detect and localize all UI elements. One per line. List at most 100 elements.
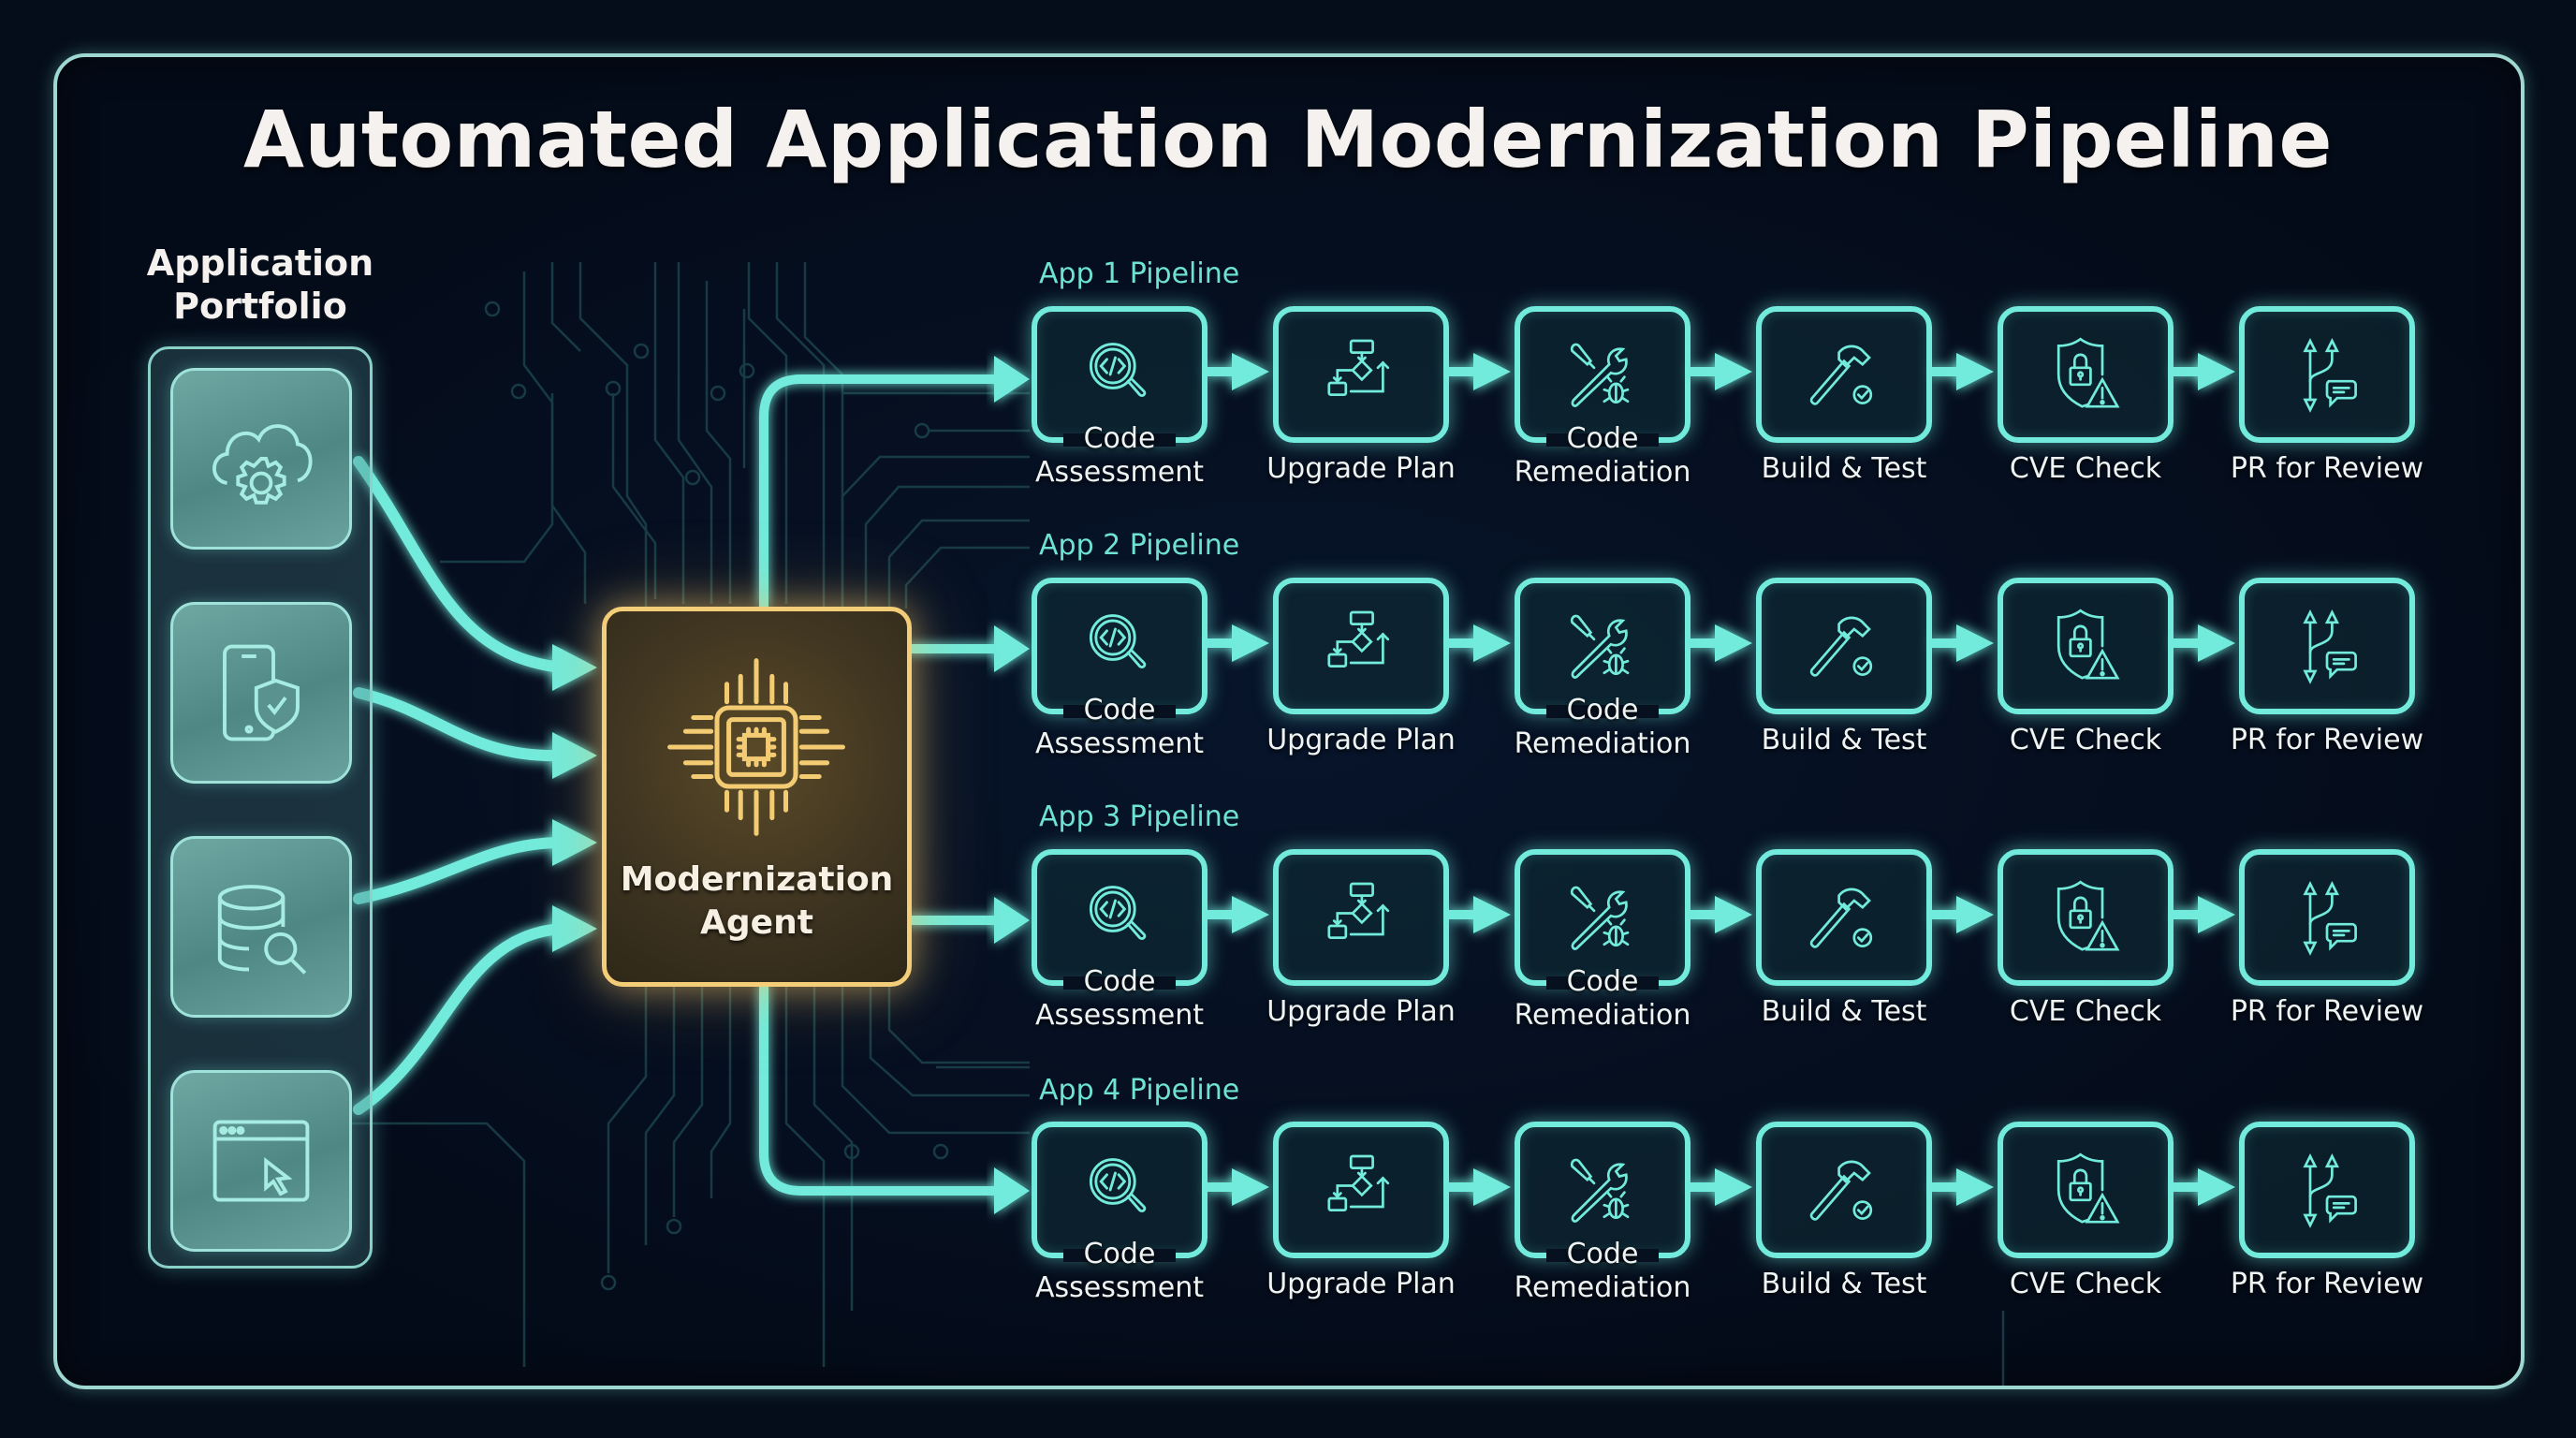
flowchart-icon <box>1327 339 1390 396</box>
tools-bug-icon <box>1570 614 1630 679</box>
stage-label: Build & Test <box>1732 724 1956 757</box>
stage-label-line2: Assessment <box>1035 1271 1204 1304</box>
stage-label: PR for Review <box>2215 452 2439 486</box>
stage-codeassessment-app-3[interactable] <box>1032 849 1208 990</box>
agent-arrowheads <box>994 356 1030 1214</box>
modernization-agent[interactable]: Modernization Agent <box>602 607 912 987</box>
stage-label-line1: Code <box>1566 694 1639 726</box>
stage-codeassessment-app-1[interactable] <box>1032 306 1208 447</box>
stage-label: Upgrade Plan <box>1249 724 1473 757</box>
portfolio-item-mobile-app[interactable] <box>170 602 352 784</box>
stage-build-test-app-2[interactable] <box>1756 578 1932 714</box>
stage-label-line1: Build & Test <box>1761 452 1927 485</box>
branch-comment-icon <box>2303 609 2357 684</box>
stage-pr-for-review-app-4[interactable] <box>2239 1122 2415 1258</box>
stage-label-line1: PR for Review <box>2230 724 2424 756</box>
stage-label: Upgrade Plan <box>1249 995 1473 1029</box>
shield-lock-warning-icon <box>2056 609 2120 680</box>
stage-label-line1: Code <box>1083 422 1156 455</box>
stage-label: CVE Check <box>1973 724 2198 757</box>
stage-build-test-app-4[interactable] <box>1756 1122 1932 1258</box>
portfolio-heading-line1: Application <box>146 242 374 284</box>
stage-cve-check-app-3[interactable] <box>1998 849 2174 986</box>
stage-label-line1: PR for Review <box>2230 452 2424 485</box>
tools-bug-icon <box>1570 886 1630 950</box>
stage-label-line1: CVE Check <box>2009 452 2162 485</box>
flowchart-icon <box>1327 610 1390 668</box>
agent-label: Modernization Agent <box>607 858 907 945</box>
stage-upgrade-plan-app-3[interactable] <box>1273 849 1449 986</box>
shield-lock-warning-icon <box>2056 337 2120 408</box>
stage-label-line1: CVE Check <box>2009 995 2162 1028</box>
mobile-shield-check-icon <box>223 644 300 741</box>
shield-lock-warning-icon <box>2056 880 2120 951</box>
stage-pr-for-review-app-3[interactable] <box>2239 849 2415 986</box>
cpu-chip-icon <box>667 658 845 836</box>
shield-lock-warning-icon <box>2056 1152 2120 1224</box>
stage-label: PR for Review <box>2215 724 2439 757</box>
stage-label: Upgrade Plan <box>1249 1268 1473 1301</box>
code-search-icon <box>1089 343 1147 397</box>
database-search-icon <box>217 885 307 975</box>
hammer-check-icon <box>1809 1160 1873 1221</box>
agent-label-line1: Modernization <box>620 860 894 899</box>
stage-upgrade-plan-app-4[interactable] <box>1273 1122 1449 1258</box>
browser-cursor-icon <box>212 1120 310 1202</box>
stage-label: Upgrade Plan <box>1249 452 1473 486</box>
portfolio-item-cloud-app[interactable] <box>170 368 352 550</box>
stage-label-line1: Upgrade Plan <box>1266 995 1456 1028</box>
stage-label-line2: Assessment <box>1035 727 1204 760</box>
code-search-icon <box>1089 614 1147 668</box>
hammer-check-icon <box>1809 616 1873 677</box>
stage-label-line1: Upgrade Plan <box>1266 1268 1456 1300</box>
stage-upgrade-plan-app-2[interactable] <box>1273 578 1449 714</box>
stage-upgrade-plan-app-1[interactable] <box>1273 306 1449 443</box>
stage-label: CVE Check <box>1973 1268 2198 1301</box>
stage-label-line1: Code <box>1083 965 1156 998</box>
stage-pr-for-review-app-2[interactable] <box>2239 578 2415 714</box>
portfolio-heading: Application Portfolio <box>120 242 401 328</box>
portfolio-item-web-app[interactable] <box>170 1070 352 1252</box>
flowchart-icon <box>1327 882 1390 939</box>
stage-coderemediation-app-2[interactable] <box>1515 578 1690 718</box>
stage-cve-check-app-1[interactable] <box>1998 306 2174 443</box>
hammer-check-icon <box>1809 345 1873 405</box>
portfolio-item-database-app[interactable] <box>170 836 352 1018</box>
stage-build-test-app-3[interactable] <box>1756 849 1932 986</box>
stage-build-test-app-1[interactable] <box>1756 306 1932 443</box>
stage-cve-check-app-4[interactable] <box>1998 1122 2174 1258</box>
stage-codeassessment-app-4[interactable] <box>1032 1122 1208 1262</box>
portfolio-heading-line2: Portfolio <box>173 286 347 327</box>
stage-label: CVE Check <box>1973 452 2198 486</box>
stage-label: PR for Review <box>2215 1268 2439 1301</box>
stage-label: CVE Check <box>1973 995 2198 1029</box>
pipeline-label-app-3: App 3 Pipeline <box>1039 800 1240 833</box>
branch-comment-icon <box>2303 880 2357 956</box>
stage-label-line2: Remediation <box>1514 456 1691 489</box>
stage-label-line1: Build & Test <box>1761 1268 1927 1300</box>
stage-cve-check-app-2[interactable] <box>1998 578 2174 714</box>
pipeline-label-app-2: App 2 Pipeline <box>1039 529 1240 562</box>
agent-label-line2: Agent <box>700 903 813 942</box>
stage-coderemediation-app-3[interactable] <box>1515 849 1690 990</box>
stage-label-line1: CVE Check <box>2009 1268 2162 1300</box>
stage-coderemediation-app-4[interactable] <box>1515 1122 1690 1262</box>
stage-label-line1: Build & Test <box>1761 995 1927 1028</box>
stage-coderemediation-app-1[interactable] <box>1515 306 1690 447</box>
flowchart-icon <box>1327 1154 1390 1211</box>
stage-label-line1: Code <box>1083 1238 1156 1270</box>
code-search-icon <box>1089 886 1147 940</box>
stage-codeassessment-app-2[interactable] <box>1032 578 1208 718</box>
tools-bug-icon <box>1570 1158 1630 1223</box>
stage-label: Build & Test <box>1732 995 1956 1029</box>
stage-label-line2: Assessment <box>1035 456 1204 489</box>
circuit-traces <box>346 262 2005 1386</box>
stage-pr-for-review-app-1[interactable] <box>2239 306 2415 443</box>
stage-label: Build & Test <box>1732 1268 1956 1301</box>
